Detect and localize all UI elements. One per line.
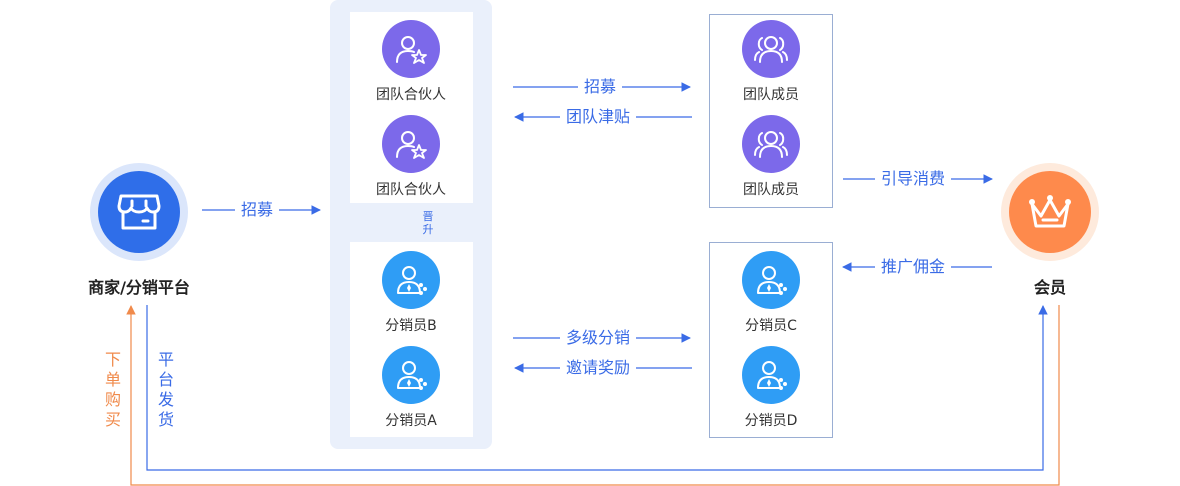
edge-label-team-allowance: 团队津贴 <box>560 107 637 127</box>
distributor-icon <box>397 361 427 390</box>
team-member-node-1: 团队成员 <box>711 20 831 104</box>
edge-label-order-buy: 下单购买 <box>104 350 121 429</box>
distributor-node-d: 分销员D <box>711 346 831 430</box>
distributor-circle <box>742 346 800 404</box>
edge-label-recruit-left: 招募 <box>235 200 280 220</box>
partner-node-1: 团队合伙人 <box>351 20 471 104</box>
partner-label: 团队合伙人 <box>376 182 446 198</box>
edge-label-promo-commission: 推广佣金 <box>875 257 952 277</box>
distributor-label: 分销员D <box>744 413 798 429</box>
merchant-node <box>90 163 188 261</box>
distributor-circle <box>382 251 440 309</box>
partner-circle <box>382 115 440 173</box>
edge-order-buy <box>126 305 1060 486</box>
shop-icon <box>117 194 161 230</box>
member-node <box>1001 163 1099 261</box>
distributor-label: 分销员B <box>385 318 437 334</box>
distributor-circle <box>742 251 800 309</box>
edge-label-promote: 晋升 <box>422 210 434 236</box>
team-member-circle <box>742 115 800 173</box>
partner-label: 团队合伙人 <box>376 87 446 103</box>
crown-icon <box>1029 195 1071 228</box>
member-circle <box>1009 171 1091 253</box>
edge-label-platform-ship: 平台发货 <box>157 350 174 429</box>
distributor-icon <box>397 266 427 295</box>
edge-platform-ship <box>146 305 1048 471</box>
distributor-node-c: 分销员C <box>711 251 831 335</box>
distributor-node-b: 分销员B <box>351 251 471 335</box>
team-member-circle <box>742 20 800 78</box>
group-icon <box>754 36 788 63</box>
user-star-icon <box>396 131 427 159</box>
distributor-icon <box>757 266 787 295</box>
partner-circle <box>382 20 440 78</box>
edge-label-multi-level: 多级分销 <box>560 328 637 348</box>
distributor-node-a: 分销员A <box>351 346 471 430</box>
team-member-label: 团队成员 <box>743 182 799 198</box>
edge-label-recruit-team: 招募 <box>578 77 623 97</box>
edge-label-guide-consume: 引导消费 <box>875 169 952 189</box>
distributor-label: 分销员A <box>385 413 437 429</box>
merchant-circle <box>98 171 180 253</box>
distributor-icon <box>757 361 787 390</box>
team-member-node-2: 团队成员 <box>711 115 831 199</box>
distributor-circle <box>382 346 440 404</box>
user-star-icon <box>396 36 427 64</box>
team-member-label: 团队成员 <box>743 87 799 103</box>
distributor-label: 分销员C <box>745 318 797 334</box>
edge-label-invite-reward: 邀请奖励 <box>560 358 637 378</box>
merchant-label: 商家/分销平台 <box>88 278 190 297</box>
partner-node-2: 团队合伙人 <box>351 115 471 199</box>
member-label: 会员 <box>1033 278 1066 297</box>
group-icon <box>754 131 788 158</box>
